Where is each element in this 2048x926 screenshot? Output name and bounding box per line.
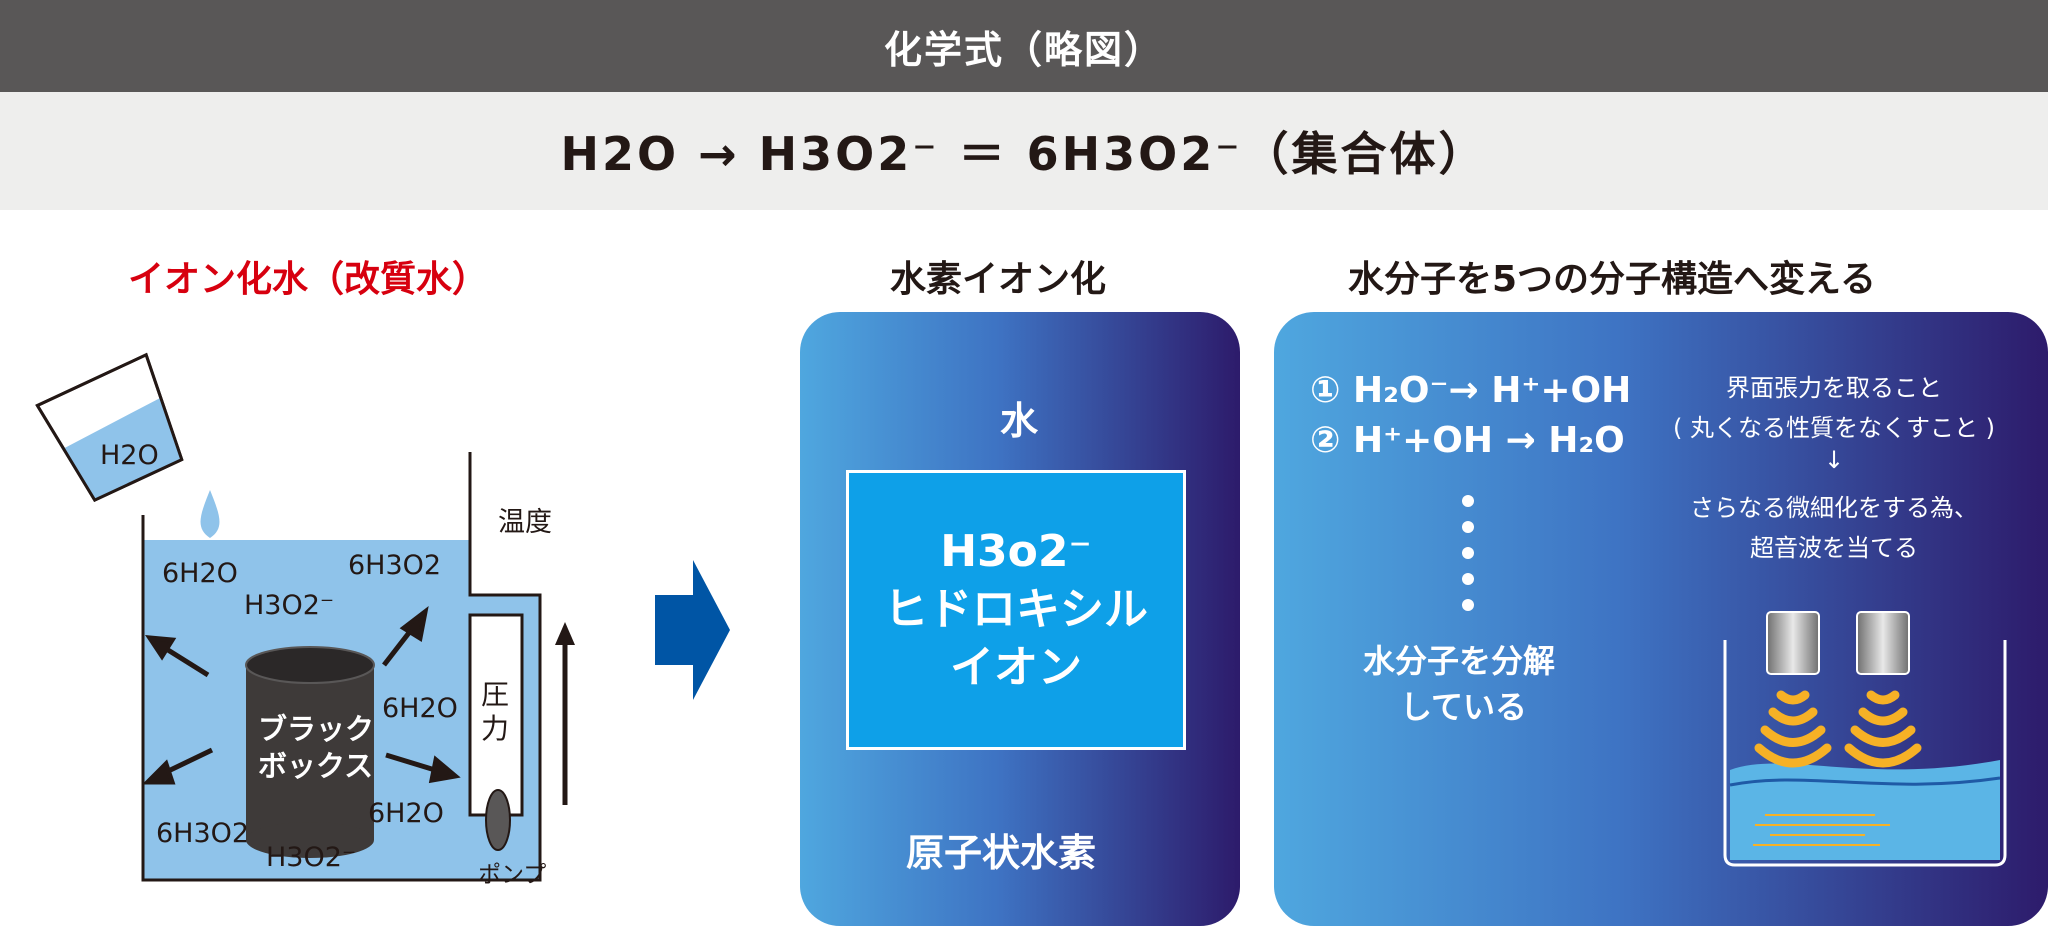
- ultrasonic-tank-diagram: [1723, 611, 2007, 867]
- pump-icon: [485, 789, 511, 851]
- blackbox-line2: ボックス: [258, 749, 374, 783]
- equation-2: ② H⁺+OH → H₂O: [1310, 420, 1625, 461]
- side-channel: [468, 452, 542, 882]
- decompose-line2: している: [1400, 688, 1528, 726]
- water-label-d: 6H2O: [382, 693, 458, 724]
- pressure-label: 圧力: [481, 678, 510, 745]
- ellipsis-dot: [1462, 521, 1474, 533]
- transducer-icon: [1856, 611, 1910, 675]
- up-arrow-icon: [555, 622, 575, 645]
- water-label-a: 6H2O: [162, 558, 238, 589]
- blackbox-line1: ブラック: [258, 712, 375, 746]
- note-1: 界面張力を取ること: [1726, 374, 1942, 402]
- water-label-c: H3O2⁻: [244, 590, 335, 621]
- box-line1: H3o2⁻: [940, 526, 1092, 577]
- note-4: さらなる微細化をする為、: [1690, 494, 1978, 522]
- right-title: 水分子を5つの分子構造へ変える: [1348, 259, 1876, 300]
- water-label-e: 6H2O: [368, 798, 444, 829]
- pressure-tube: [468, 613, 524, 817]
- tank-outline: [141, 515, 470, 882]
- water-drop-icon: [200, 490, 220, 538]
- ellipsis-dot: [1462, 573, 1474, 585]
- ultrasonic-wave-icon: [1844, 690, 1922, 768]
- left-title: イオン化水（改質水）: [128, 259, 489, 300]
- ultrasonic-wave-icon: [1754, 690, 1832, 768]
- water-label-b: 6H3O2: [348, 550, 442, 581]
- water-label-f: 6H3O2: [156, 818, 250, 849]
- decompose-line1: 水分子を分解: [1363, 642, 1556, 680]
- hydroxyl-ion-box: H3o2⁻ ヒドロキシル イオン: [846, 470, 1186, 750]
- middle-title: 水素イオン化: [890, 259, 1107, 300]
- formula-bar: H2O → H3O2⁻ ＝ 6H3O2⁻（集合体）: [0, 92, 2048, 210]
- transducer-icon: [1766, 611, 1820, 675]
- ellipsis-dot: [1462, 599, 1474, 611]
- middle-bottom-label: 原子状水素: [906, 831, 1097, 875]
- big-right-arrow-icon: [655, 560, 730, 700]
- beaker-label: H2O: [100, 440, 159, 471]
- equation-1: ① H₂O⁻→ H⁺+OH: [1310, 370, 1632, 411]
- water-label-g: H3O2⁻: [266, 842, 357, 873]
- note-2: ( 丸くなる性質をなくすこと ): [1673, 414, 1995, 442]
- ionized-water-diagram: [35, 352, 575, 882]
- box-line3: イオン: [950, 642, 1082, 693]
- temperature-label: 温度: [498, 507, 552, 538]
- flow-arrows: [141, 606, 461, 785]
- blackbox-cylinder: [245, 646, 375, 858]
- header-title: 化学式（略図）: [0, 0, 2048, 92]
- beaker-icon: [35, 352, 184, 503]
- note-3: ↓: [1823, 446, 1845, 474]
- ellipsis-dot: [1462, 547, 1474, 559]
- ellipsis-dot: [1462, 495, 1474, 507]
- formula-text: H2O → H3O2⁻ ＝ 6H3O2⁻（集合体）: [560, 127, 1488, 181]
- pump-label: ポンプ: [478, 862, 547, 888]
- note-5: 超音波を当てる: [1750, 534, 1918, 562]
- box-line2: ヒドロキシル: [884, 584, 1148, 635]
- tank-outline: [1723, 640, 2007, 867]
- middle-top-label: 水: [1000, 399, 1039, 443]
